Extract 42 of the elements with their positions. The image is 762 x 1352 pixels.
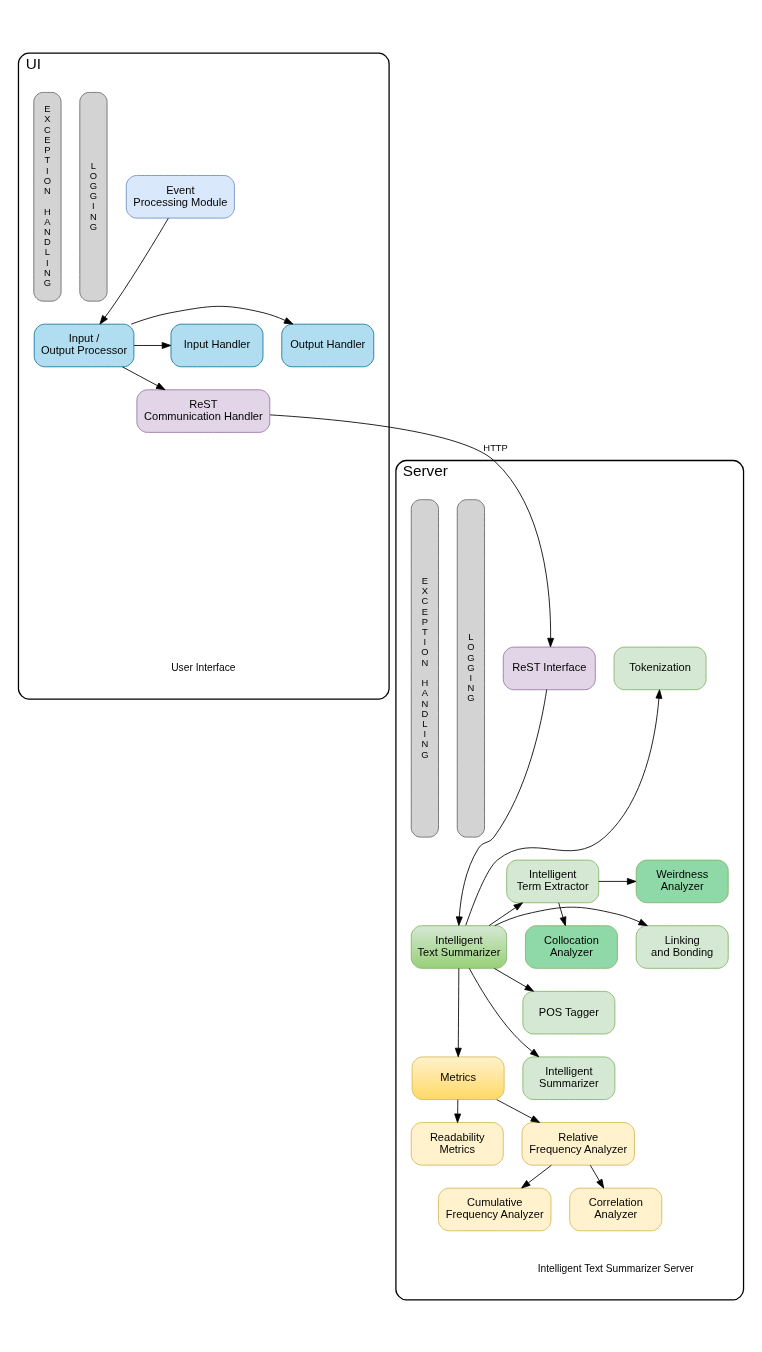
node-box: ReST Communication Handler	[136, 388, 271, 433]
node-box: Readability Metrics	[410, 1121, 504, 1166]
node-box: Cumulative Frequency Analyzer	[438, 1187, 552, 1231]
node-box: Output Handler	[281, 323, 375, 367]
arrow	[455, 688, 548, 926]
arrow	[130, 305, 294, 325]
arrow	[496, 1098, 541, 1123]
node-box: Intelligent Term Extractor	[506, 859, 600, 903]
node-box: ReST Interface	[502, 646, 596, 690]
edge-label: HTTP	[483, 442, 508, 453]
node-box: Linking and Bonding	[635, 924, 729, 969]
arrow	[133, 341, 172, 349]
arrow	[558, 901, 567, 926]
node-box: Relative Frequency Analyzer	[521, 1121, 635, 1166]
node-box: LOGGING	[79, 91, 108, 302]
arrow	[493, 967, 534, 992]
arrow	[122, 365, 166, 390]
node-box: Tokenization	[613, 646, 707, 690]
node-box: Input / Output Processor	[33, 323, 135, 367]
node-box: Event Processing Module	[125, 174, 235, 219]
node-box: Intelligent Summarizer	[522, 1056, 616, 1100]
arrow	[488, 901, 523, 926]
arrow	[454, 1098, 462, 1123]
node-box: Collocation Analyzer	[525, 924, 618, 969]
node-box: Weirdness Analyzer	[635, 859, 729, 903]
arrow	[465, 688, 663, 926]
arrow	[99, 217, 169, 325]
arrow	[468, 967, 540, 1057]
arrow	[494, 906, 648, 926]
node-box: Correlation Analyzer	[569, 1187, 663, 1231]
arrow	[521, 1164, 552, 1188]
node-box: EXCEPTION HANDLING	[33, 91, 62, 302]
node-box: EXCEPTION HANDLING	[410, 498, 439, 838]
arrow	[454, 967, 462, 1057]
arrow	[598, 877, 637, 885]
node-box: LOGGING	[456, 498, 485, 838]
arrow	[269, 413, 555, 647]
node-box: Intelligent Text Summarizer	[410, 924, 508, 969]
arrow	[589, 1164, 605, 1188]
node-box: Metrics	[411, 1056, 505, 1100]
node-box: POS Tagger	[522, 990, 616, 1034]
node-box: Input Handler	[170, 323, 264, 367]
